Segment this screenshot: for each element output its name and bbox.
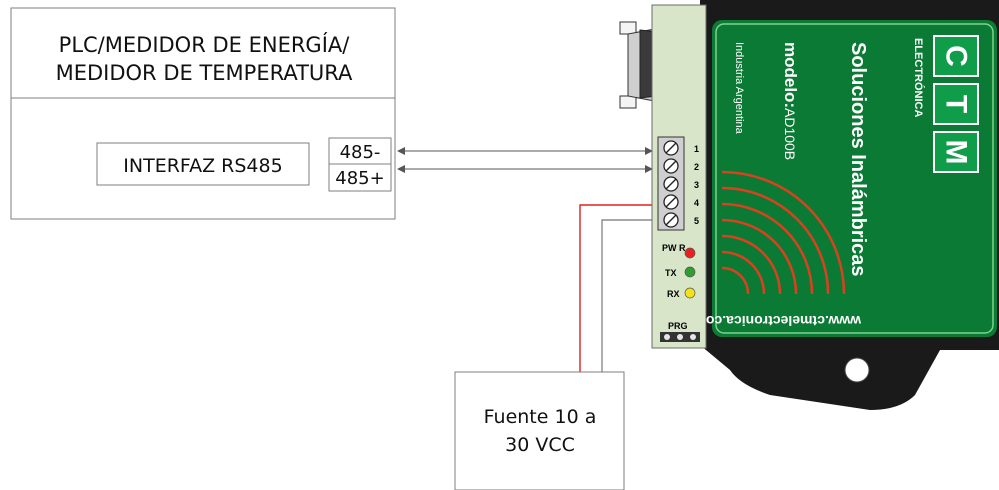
wire-gray-ground xyxy=(601,219,660,372)
led-tx-label: TX xyxy=(665,268,677,278)
terminal-block: 1 2 3 4 5 xyxy=(657,136,699,231)
port-minus-label: 485- xyxy=(340,142,381,163)
power-supply-box: Fuente 10 a 30 VCC xyxy=(454,371,625,490)
terminal-screw xyxy=(663,194,679,210)
brand-subtitle: ELECTRÓNICA xyxy=(912,38,925,118)
prg-header: PRG xyxy=(660,321,700,342)
terminal-number-3: 3 xyxy=(694,180,699,190)
terminal-screw xyxy=(663,212,679,228)
terminal-number-5: 5 xyxy=(694,216,699,226)
status-leds: PW R TX RX xyxy=(662,243,696,299)
ctm-device: C T M ELECTRÓNICA Soluciones Inalámbrica… xyxy=(619,0,999,410)
port-plus-label: 485+ xyxy=(335,168,384,189)
mounting-hole xyxy=(844,357,870,383)
power-supply-line1: Fuente 10 a xyxy=(484,406,597,428)
terminal-screw xyxy=(663,176,679,192)
led-rx-label: RX xyxy=(667,289,680,299)
terminal-screw xyxy=(663,158,679,174)
plc-title-line2: MEDIDOR DE TEMPERATURA xyxy=(56,61,353,85)
brand-letter-m: M xyxy=(940,140,973,165)
terminal-number-1: 1 xyxy=(694,144,699,154)
website-label: www.ctmelectronica.com.ar xyxy=(676,313,862,329)
model-label: modelo: xyxy=(781,42,800,108)
wire-red-positive xyxy=(579,204,660,372)
led-rx-icon xyxy=(684,287,696,299)
prg-label: PRG xyxy=(668,321,688,331)
terminal-screw xyxy=(663,140,679,156)
device-label xyxy=(712,20,997,337)
power-supply-line2: 30 VCC xyxy=(505,434,575,456)
port-485-plus: 485+ xyxy=(328,163,392,192)
led-pwr-label: PW R xyxy=(662,243,686,253)
led-pwr-icon xyxy=(684,247,696,259)
origin-label: Industria Argentina xyxy=(733,42,745,135)
brand-logo: C T M xyxy=(933,35,979,173)
interface-label: INTERFAZ RS485 xyxy=(123,155,282,177)
model-value: AD100B xyxy=(782,108,798,160)
terminal-number-2: 2 xyxy=(694,162,699,172)
rs485-interface-box: INTERFAZ RS485 xyxy=(96,142,310,186)
brand-letter-c: C xyxy=(940,45,973,67)
terminal-number-4: 4 xyxy=(694,198,699,208)
brand-letter-t: T xyxy=(940,95,973,113)
wireless-arcs xyxy=(721,170,846,295)
plc-title-line1: PLC/MEDIDOR DE ENERGÍA/ xyxy=(59,32,351,57)
led-tx-icon xyxy=(684,266,696,278)
device-tagline: Soluciones Inalámbricas xyxy=(847,42,869,277)
port-485-minus: 485- xyxy=(328,137,392,165)
